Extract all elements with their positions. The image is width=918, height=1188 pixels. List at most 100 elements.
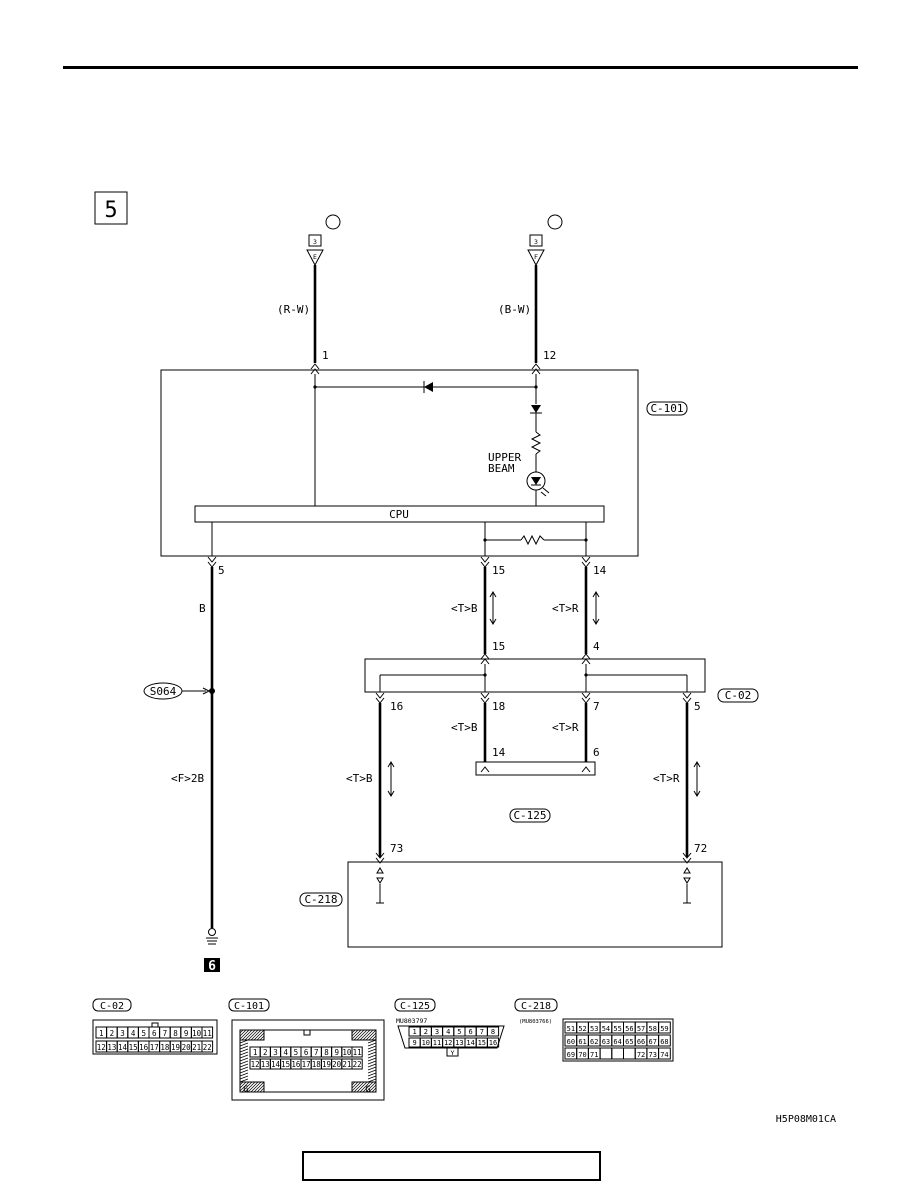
c101-label: C-101: [650, 402, 683, 415]
top-connector-f-ref: 3: [534, 238, 538, 246]
pin-number: 59: [660, 1025, 668, 1033]
pin-number: 72: [637, 1051, 645, 1059]
pin-cell: [486, 1026, 500, 1037]
pin-number: 15: [281, 1060, 290, 1069]
hatch-line: [250, 1029, 262, 1041]
hatch-line: [367, 1069, 377, 1074]
c02-pin5-label: 5: [694, 700, 701, 713]
c02-pin15-label: 15: [492, 640, 505, 653]
lamp-label-upper: UPPER: [488, 451, 521, 464]
top-connector-e-ref: 3: [313, 238, 317, 246]
hatch-line: [259, 1087, 265, 1093]
hatch-line: [371, 1087, 377, 1093]
pin-number: 22: [203, 1043, 212, 1052]
c02-view-key: [151, 1022, 159, 1028]
c101-pin5-label: 5: [218, 564, 225, 577]
pin-number: 13: [107, 1043, 116, 1052]
c125-view-part-no: MU803797: [396, 1017, 427, 1025]
wire-5b-label: <T>R: [653, 772, 680, 785]
diode-horizontal: [424, 382, 433, 392]
pin-cell: [658, 1021, 671, 1034]
hatch-line: [239, 1063, 249, 1068]
c101-view-mark-left: G: [243, 1085, 248, 1095]
hatch-line: [367, 1048, 377, 1053]
pin-number: 1: [99, 1029, 104, 1038]
c125-view-label: C-125: [400, 1001, 430, 1012]
figure-code: H5P08M01CA: [776, 1114, 836, 1125]
pin-number: 60: [567, 1038, 575, 1046]
ground-ref-box: [204, 958, 220, 972]
bidirectional-arrow-2: [592, 591, 600, 625]
hatch-line: [367, 1063, 377, 1068]
hatch-line: [367, 1066, 377, 1071]
ground-icon: [206, 928, 218, 945]
pin-number: 13: [455, 1039, 463, 1047]
pin-cell: [623, 1047, 636, 1060]
hatch-line: [367, 1057, 377, 1062]
pin-number: 17: [302, 1060, 311, 1069]
c218-terminal-72: [683, 867, 691, 904]
c02-box: [364, 658, 706, 693]
wire-15-label: <T>B: [451, 602, 478, 615]
pin-number: 21: [192, 1043, 201, 1052]
c218-label: C-218: [304, 893, 337, 906]
pin-cell: [486, 1037, 500, 1048]
c101-view-label-tag: C-101: [228, 998, 270, 1012]
pin-number: 13: [261, 1060, 270, 1069]
c02-view-label-tag: C-02: [92, 998, 132, 1012]
splice-s064: S064: [143, 682, 215, 700]
c101-box: [160, 369, 639, 557]
wire-16-label: <T>B: [346, 772, 373, 785]
c125-view-label-tag: C-125: [394, 998, 436, 1012]
pin-number: 63: [602, 1038, 610, 1046]
hatch-line: [239, 1029, 250, 1040]
hatch-line: [239, 1060, 249, 1065]
pin-cell: [658, 1047, 671, 1060]
hatch-line: [241, 1029, 253, 1041]
hatch-line: [253, 1029, 265, 1041]
pin-number: 15: [129, 1043, 138, 1052]
pin-number: 2: [263, 1048, 268, 1057]
pin-number: 53: [590, 1025, 598, 1033]
pin-number: 8: [324, 1048, 329, 1057]
pin-number: 9: [412, 1039, 416, 1047]
lamp-label-beam: BEAM: [488, 462, 515, 475]
pin-number: 3: [435, 1028, 439, 1036]
pin-cell: [201, 1040, 214, 1053]
pin-number: 16: [139, 1043, 149, 1052]
bidirectional-arrow-1: [489, 591, 497, 625]
c02-label: C-02: [725, 689, 752, 702]
pin-number: 7: [314, 1048, 319, 1057]
c02-pin18-label: 18: [492, 700, 505, 713]
c218-pin73-label: 73: [390, 842, 403, 855]
hatch-line: [244, 1029, 256, 1041]
resistor-vertical: [530, 431, 542, 455]
pin-number: 7: [163, 1029, 168, 1038]
hatch-line: [253, 1081, 265, 1093]
pin-number: 1: [253, 1048, 258, 1057]
pin-number: 2: [110, 1029, 115, 1038]
hatch-line: [367, 1042, 377, 1047]
splice-label: S064: [150, 685, 177, 698]
ground-wire-label: <F>2B: [171, 772, 204, 785]
pin-number: 57: [637, 1025, 645, 1033]
hatch-frame: [351, 1081, 377, 1093]
pin-number: 17: [150, 1043, 159, 1052]
bidirectional-arrow-3: [387, 761, 395, 797]
hatch-line: [239, 1078, 249, 1083]
pin-cell: [351, 1058, 363, 1070]
c218-view-label-tag: C-218: [514, 998, 558, 1012]
pin-number: 68: [660, 1038, 668, 1046]
diode-vertical: [531, 405, 541, 413]
hatch-line: [365, 1081, 377, 1093]
hatch-line: [239, 1057, 249, 1062]
hatch-line: [351, 1029, 359, 1037]
c125-view-body: [397, 1025, 505, 1049]
pin-number: 8: [173, 1029, 178, 1038]
pin-number: 21: [342, 1060, 351, 1069]
c02-label-tag: C-02: [717, 688, 759, 703]
top-connector-e: 3 E: [306, 234, 324, 267]
c02-view-body: [92, 1019, 218, 1055]
